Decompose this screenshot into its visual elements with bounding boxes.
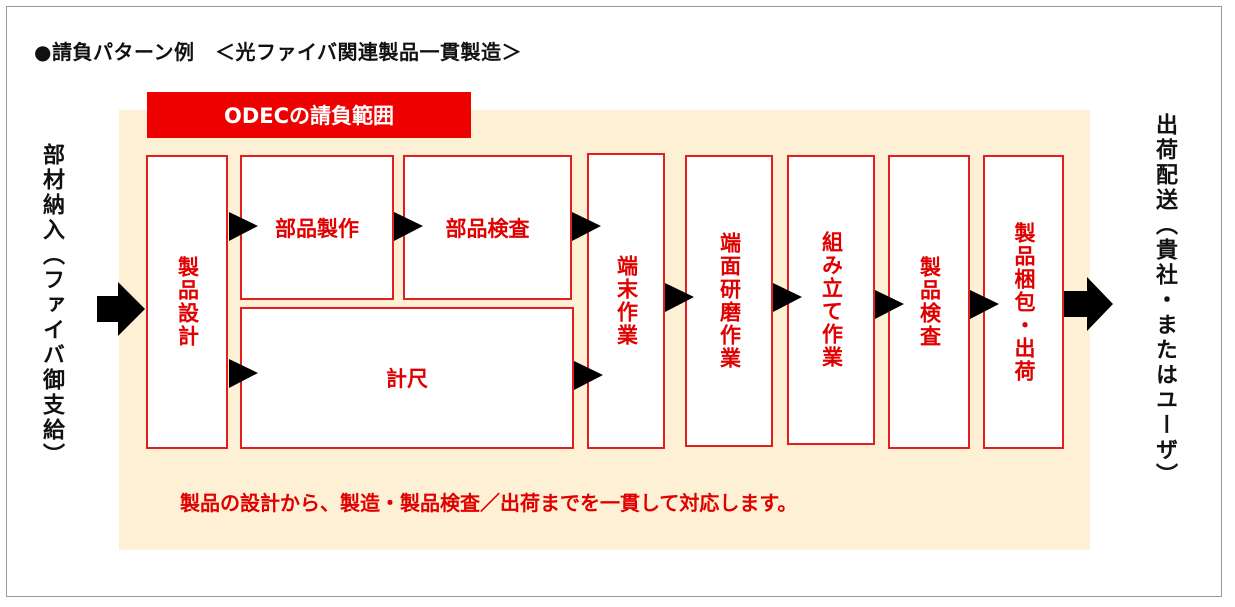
- step-product-inspection-label: 製品検査: [917, 256, 942, 348]
- step-packing-shipping: 製品梱包・出荷: [983, 155, 1064, 449]
- shipping-delivery-label: 出荷配送（貴社・またはユーザ）: [1152, 113, 1177, 488]
- arrow-to-product-inspection: [875, 290, 904, 319]
- step-product-design-label: 製品設計: [175, 256, 200, 348]
- arrow-to-parts-inspection: [394, 212, 423, 241]
- step-assembly-label: 組み立て作業: [819, 231, 844, 369]
- arrow-to-polishing: [665, 283, 694, 312]
- diagram-title: ●請負パターン例 ＜光ファイバ関連製品一貫製造＞: [34, 40, 523, 64]
- step-end-face-polishing-label: 端面研磨作業: [717, 232, 742, 370]
- step-parts-making-label: 部品製作: [275, 216, 359, 241]
- arrow-to-assembly: [773, 283, 802, 312]
- input-arrow: [97, 282, 145, 336]
- step-measure-label: 計尺: [386, 367, 428, 391]
- arrow-measure-to-terminal: [574, 361, 603, 390]
- step-end-face-polishing: 端面研磨作業: [685, 155, 773, 447]
- step-product-design: 製品設計: [146, 155, 228, 449]
- step-terminal-work-label: 端末作業: [614, 255, 639, 347]
- summary-text: 製品の設計から、製造・製品検査／出荷までを一貫して対応します。: [180, 491, 798, 515]
- arrow-inspection-to-terminal: [572, 212, 601, 241]
- step-terminal-work: 端末作業: [587, 153, 665, 449]
- odec-scope-label: ODECの請負範囲: [147, 92, 471, 138]
- output-arrow: [1064, 277, 1113, 331]
- step-parts-making: 部品製作: [240, 155, 394, 300]
- step-assembly: 組み立て作業: [787, 155, 875, 445]
- arrow-to-packing: [970, 290, 999, 319]
- step-parts-inspection-label: 部品検査: [445, 216, 530, 241]
- arrow-to-parts-making: [229, 212, 258, 241]
- step-measure: 計尺: [240, 307, 574, 449]
- materials-input-label: 部材納入（ファイバ御支給）: [39, 143, 64, 468]
- arrow-to-measure: [229, 359, 258, 388]
- step-parts-inspection: 部品検査: [403, 155, 572, 300]
- step-packing-shipping-label: 製品梱包・出荷: [1012, 221, 1036, 383]
